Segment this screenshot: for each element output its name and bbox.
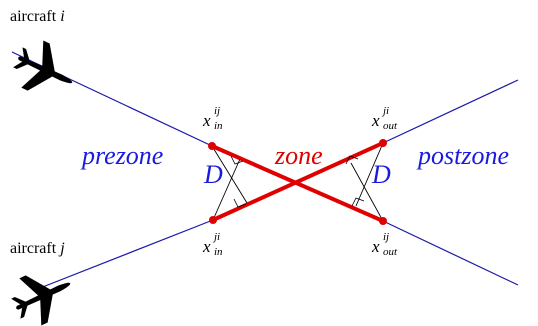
distance-line-left-2 xyxy=(212,158,241,221)
zone-segment-j xyxy=(212,141,384,222)
prezone-label: prezone xyxy=(82,141,164,170)
label-x-out-ji-base: x xyxy=(372,111,380,130)
aircraft-i-var: i xyxy=(60,8,65,25)
label-x-in-ij-sub: in xyxy=(214,120,223,132)
label-x-in-ji-sub: in xyxy=(214,246,223,258)
right-angle-mark-left-top xyxy=(230,155,244,165)
right-angle-mark-right-top xyxy=(345,155,359,165)
aircraft-j-var: j xyxy=(60,240,65,257)
label-x-in-ji-sup: ji xyxy=(214,231,221,243)
label-x-out-ij: x ij out xyxy=(372,232,397,258)
aircraft-i-label: aircraft i xyxy=(10,8,65,26)
trajectory-j-entry xyxy=(34,219,214,291)
label-x-out-ji-sub: out xyxy=(383,120,398,132)
label-x-in-ji-base: x xyxy=(203,237,211,256)
label-x-in-ij-sup: ij xyxy=(214,105,221,117)
distance-line-right-2 xyxy=(350,162,384,222)
distance-line-right-1 xyxy=(355,142,384,207)
airplane-icon xyxy=(11,275,71,326)
postzone-label: postzone xyxy=(418,141,509,170)
aircraft-j-label: aircraft j xyxy=(10,240,65,258)
aircraft-i-text: aircraft xyxy=(10,8,57,25)
point-x-out-ij xyxy=(379,217,387,225)
trajectory-i-exit xyxy=(382,220,519,286)
label-x-out-ij-sub: out xyxy=(383,246,398,258)
aircraft-j-text: aircraft xyxy=(10,240,57,257)
zone-label: zone xyxy=(275,141,323,170)
distance-line-left-1 xyxy=(211,145,248,204)
right-angle-mark-right-bottom xyxy=(351,197,365,207)
right-angle-mark-left-bottom xyxy=(233,198,247,208)
label-x-in-ij: x ij in xyxy=(203,106,223,132)
point-x-in-ji xyxy=(209,216,217,224)
point-x-in-ij xyxy=(208,142,216,150)
point-x-out-ji xyxy=(379,139,387,147)
label-x-out-ji: x ji out xyxy=(372,106,397,132)
distance-label-right: D xyxy=(372,160,391,189)
label-x-in-ij-base: x xyxy=(203,111,211,130)
label-x-out-ji-sup: ji xyxy=(383,105,390,117)
label-x-out-ij-base: x xyxy=(372,237,380,256)
label-x-in-ji: x ji in xyxy=(203,232,223,258)
label-x-out-ij-sup: ij xyxy=(383,231,390,243)
trajectory-j-exit xyxy=(382,79,519,144)
airplane-icon xyxy=(13,40,73,91)
distance-label-left: D xyxy=(204,160,223,189)
